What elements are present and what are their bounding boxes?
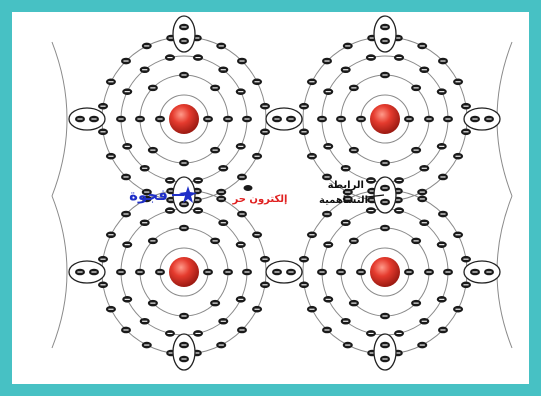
hole-annotation: فجوة [129,186,197,204]
bond-right-top [463,107,501,131]
bond-bottom-left [172,333,196,371]
covalent-bond-annotation: الرابطة التساهمية [319,180,385,206]
bond-top-right [373,15,397,53]
bond-left-top [68,107,106,131]
bond-top-left [172,15,196,53]
bond-center-top [265,107,303,131]
free-electron-icon [243,185,253,191]
silicon-crystal-lattice-diagram: فجوة إلكترون حر الرابطة التساهمية [51,15,513,371]
bond-center-bottom [265,260,303,284]
lattice-group [51,15,513,371]
bond-bottom-right [373,333,397,371]
atom-2-nucleus [370,104,400,134]
atom-3-nucleus [169,257,199,287]
bond-right-bottom [463,260,501,284]
bond-middle-right [373,176,397,214]
neighbor-arc-left-bottom [51,195,68,349]
atom-4-nucleus [370,257,400,287]
bond-left-bottom [68,260,106,284]
covalent-bond-label-line1: الرابطة [328,180,364,191]
neighbor-arc-left-top [51,41,68,197]
covalent-bond-label-line2: التساهمية [319,195,368,206]
atom-1-nucleus [169,104,199,134]
covalent-bond-pointer [366,194,385,198]
free-electron-annotation: إلكترون حر [232,185,288,205]
hole-star-icon [179,186,197,203]
hole-label: فجوة [129,186,168,204]
free-electron-label: إلكترون حر [232,194,288,205]
